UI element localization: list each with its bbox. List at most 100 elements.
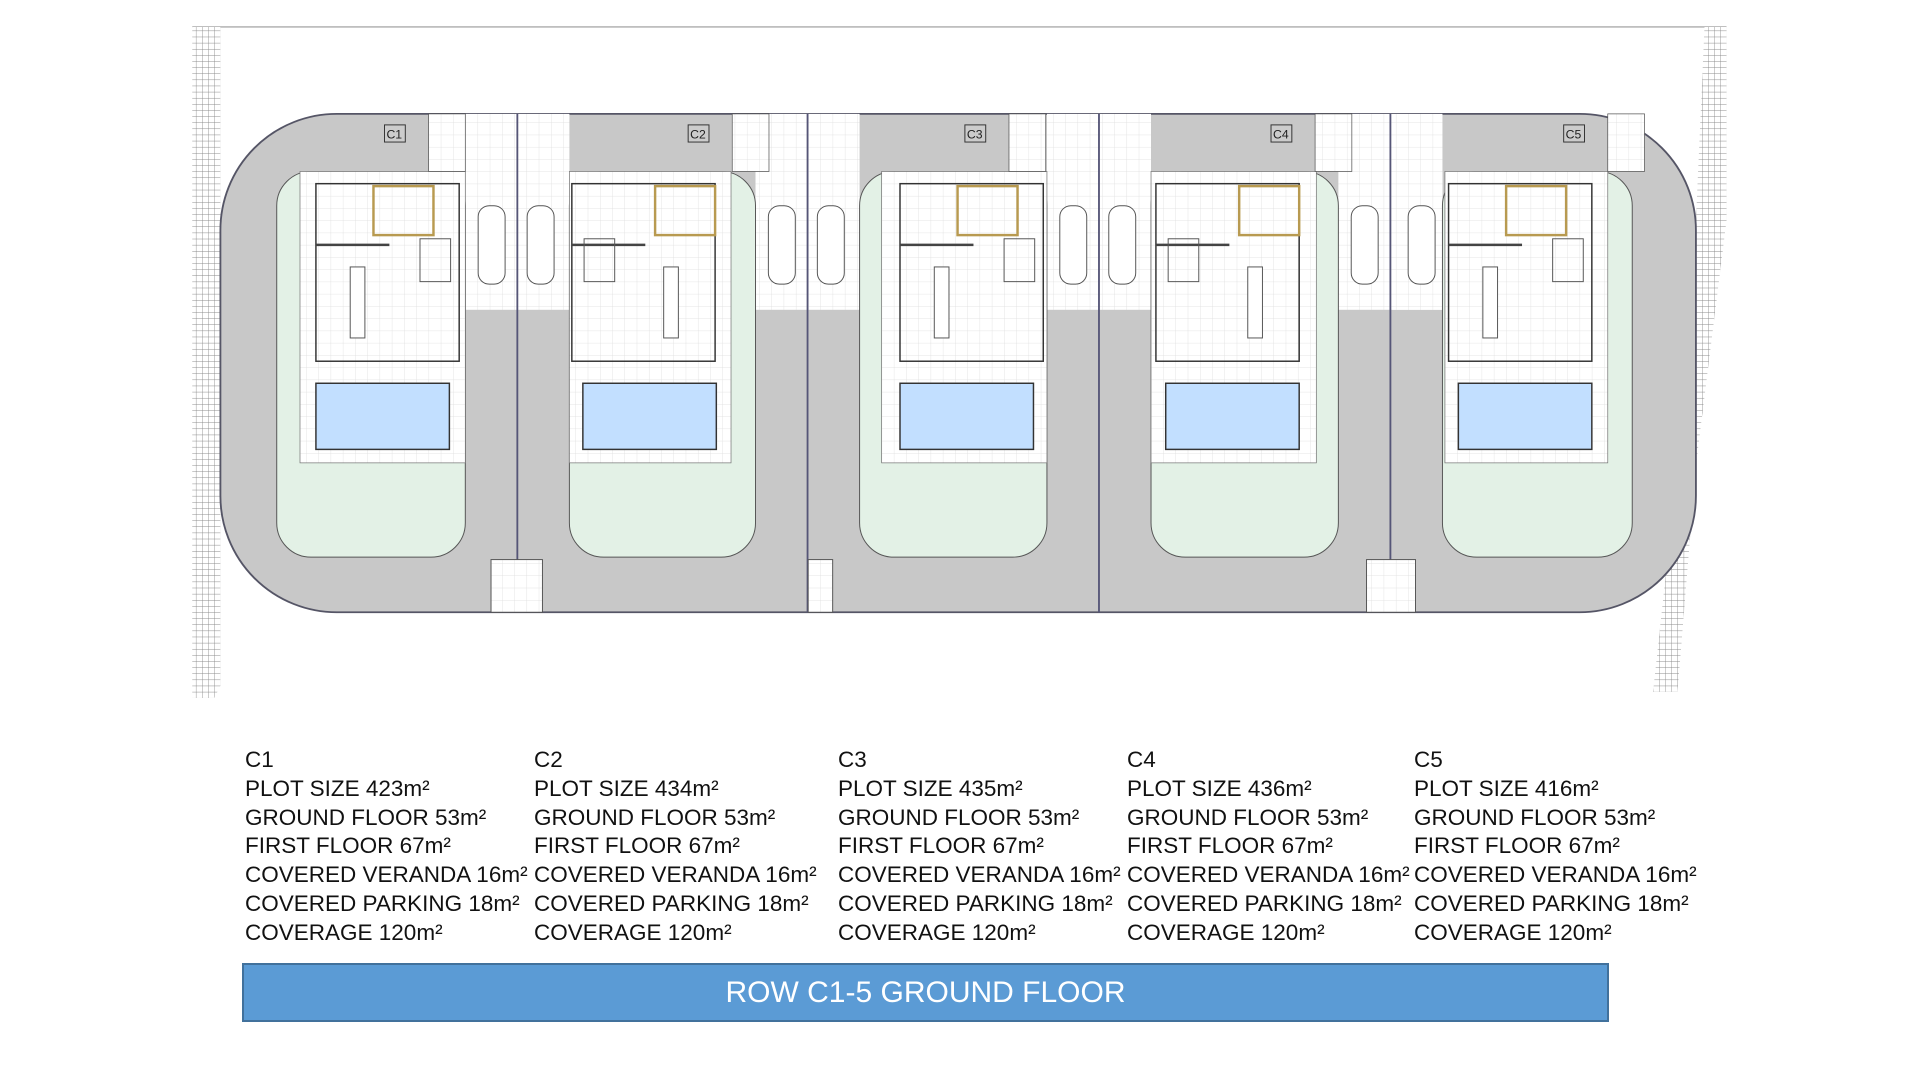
unit-label: C1 bbox=[384, 113, 466, 172]
coverage: COVERAGE 120m² bbox=[838, 919, 1036, 945]
car-icon bbox=[1350, 205, 1379, 285]
pool bbox=[582, 382, 718, 451]
coverage: COVERAGE 120m² bbox=[1127, 919, 1325, 945]
unit-label-box bbox=[1563, 124, 1585, 143]
covered-parking: COVERED PARKING 18m² bbox=[534, 890, 809, 916]
unit-label-box bbox=[687, 124, 710, 143]
unit-spec-c3: C3 PLOT SIZE 435m² GROUND FLOOR 53m² FIR… bbox=[838, 746, 1121, 948]
stair-core bbox=[653, 184, 717, 237]
unit-label-box bbox=[384, 124, 406, 143]
covered-veranda: COVERED VERANDA 16m² bbox=[1414, 862, 1697, 888]
unit-spec-c5: C5 PLOT SIZE 416m² GROUND FLOOR 53m² FIR… bbox=[1414, 746, 1697, 948]
unit-name: C3 bbox=[838, 747, 867, 772]
first-floor: FIRST FLOOR 67m² bbox=[1414, 833, 1620, 859]
plot-size: PLOT SIZE 423m² bbox=[245, 775, 430, 801]
entrance-gate bbox=[1314, 113, 1353, 172]
unit-label-text: C3 bbox=[967, 127, 983, 141]
stair-core bbox=[1504, 184, 1568, 237]
first-floor: FIRST FLOOR 67m² bbox=[1127, 833, 1333, 859]
coverage: COVERAGE 120m² bbox=[1414, 919, 1612, 945]
sofa bbox=[1003, 238, 1036, 283]
house-floorplan bbox=[315, 182, 460, 362]
car-icon bbox=[477, 205, 506, 285]
car-icon bbox=[526, 205, 555, 285]
unit-name: C1 bbox=[245, 747, 274, 772]
dining-table bbox=[349, 266, 366, 339]
sofa bbox=[583, 238, 616, 283]
house-outline bbox=[1447, 182, 1593, 362]
unit-name: C5 bbox=[1414, 747, 1443, 772]
unit-label: C2 bbox=[687, 113, 770, 172]
sofa bbox=[1552, 238, 1584, 283]
house-outline bbox=[1155, 182, 1300, 362]
dining-table bbox=[1482, 266, 1499, 339]
house-outline bbox=[315, 182, 460, 362]
covered-parking: COVERED PARKING 18m² bbox=[838, 890, 1113, 916]
left-hatched-strip bbox=[192, 26, 221, 698]
house-floorplan bbox=[1447, 182, 1593, 362]
unit-name: C4 bbox=[1127, 747, 1156, 772]
entrance-gate bbox=[1607, 113, 1645, 172]
first-floor: FIRST FLOOR 67m² bbox=[838, 833, 1044, 859]
dining-table bbox=[663, 266, 679, 339]
unit-spec-c1: C1 PLOT SIZE 423m² GROUND FLOOR 53m² FIR… bbox=[245, 746, 528, 948]
title-banner: ROW C1-5 GROUND FLOOR bbox=[242, 963, 1609, 1022]
entrance-gate bbox=[1008, 113, 1047, 172]
ground-floor: GROUND FLOOR 53m² bbox=[838, 804, 1080, 830]
banner-title: ROW C1-5 GROUND FLOOR bbox=[725, 975, 1126, 1009]
house-outline bbox=[899, 182, 1044, 362]
stair-core bbox=[1237, 184, 1301, 237]
stair-core bbox=[372, 184, 435, 237]
car-icon bbox=[1108, 205, 1137, 285]
unit-label-text: C1 bbox=[386, 127, 402, 141]
unit-spec-c4: C4 PLOT SIZE 436m² GROUND FLOOR 53m² FIR… bbox=[1127, 746, 1410, 948]
rear-gate bbox=[807, 559, 834, 613]
dining-table bbox=[933, 266, 950, 339]
stair-core bbox=[956, 184, 1019, 237]
pool bbox=[1457, 382, 1593, 451]
car-icon bbox=[816, 205, 845, 285]
ground-floor: GROUND FLOOR 53m² bbox=[1127, 804, 1369, 830]
covered-veranda: COVERED VERANDA 16m² bbox=[1127, 862, 1410, 888]
ground-floor: GROUND FLOOR 53m² bbox=[1414, 804, 1656, 830]
unit-label: C5 bbox=[1563, 113, 1645, 172]
house-outline bbox=[571, 182, 716, 362]
first-floor: FIRST FLOOR 67m² bbox=[534, 833, 740, 859]
dining-table bbox=[1247, 266, 1263, 339]
house-floorplan bbox=[571, 182, 717, 362]
covered-veranda: COVERED VERANDA 16m² bbox=[245, 862, 528, 888]
covered-parking: COVERED PARKING 18m² bbox=[1127, 890, 1402, 916]
unit-label-text: C5 bbox=[1566, 127, 1582, 141]
pool bbox=[899, 382, 1035, 451]
unit-label-text: C2 bbox=[690, 127, 706, 141]
entrance-gate bbox=[731, 113, 770, 172]
house-floorplan bbox=[1155, 182, 1301, 362]
coverage: COVERAGE 120m² bbox=[534, 919, 732, 945]
car-icon bbox=[1059, 205, 1088, 285]
sofa bbox=[1167, 238, 1200, 283]
coverage: COVERAGE 120m² bbox=[245, 919, 443, 945]
unit-label: C4 bbox=[1270, 113, 1353, 172]
ground-floor: GROUND FLOOR 53m² bbox=[245, 804, 487, 830]
sofa bbox=[419, 238, 452, 283]
unit-label-text: C4 bbox=[1273, 127, 1289, 141]
plot-size: PLOT SIZE 435m² bbox=[838, 775, 1023, 801]
car-icon bbox=[1407, 205, 1436, 285]
unit-label-box bbox=[964, 124, 987, 143]
covered-parking: COVERED PARKING 18m² bbox=[1414, 890, 1689, 916]
ground-floor: GROUND FLOOR 53m² bbox=[534, 804, 776, 830]
rear-gate bbox=[490, 559, 543, 613]
covered-veranda: COVERED VERANDA 16m² bbox=[534, 862, 817, 888]
covered-parking: COVERED PARKING 18m² bbox=[245, 890, 520, 916]
rear-gate bbox=[1366, 559, 1416, 613]
unit-label: C3 bbox=[964, 113, 1047, 172]
plot-size: PLOT SIZE 434m² bbox=[534, 775, 719, 801]
pool bbox=[1164, 382, 1300, 451]
plot-size: PLOT SIZE 416m² bbox=[1414, 775, 1599, 801]
entrance-gate bbox=[428, 113, 466, 172]
pool bbox=[315, 382, 451, 451]
unit-name: C2 bbox=[534, 747, 563, 772]
car-icon bbox=[767, 205, 796, 285]
house-floorplan bbox=[899, 182, 1044, 362]
